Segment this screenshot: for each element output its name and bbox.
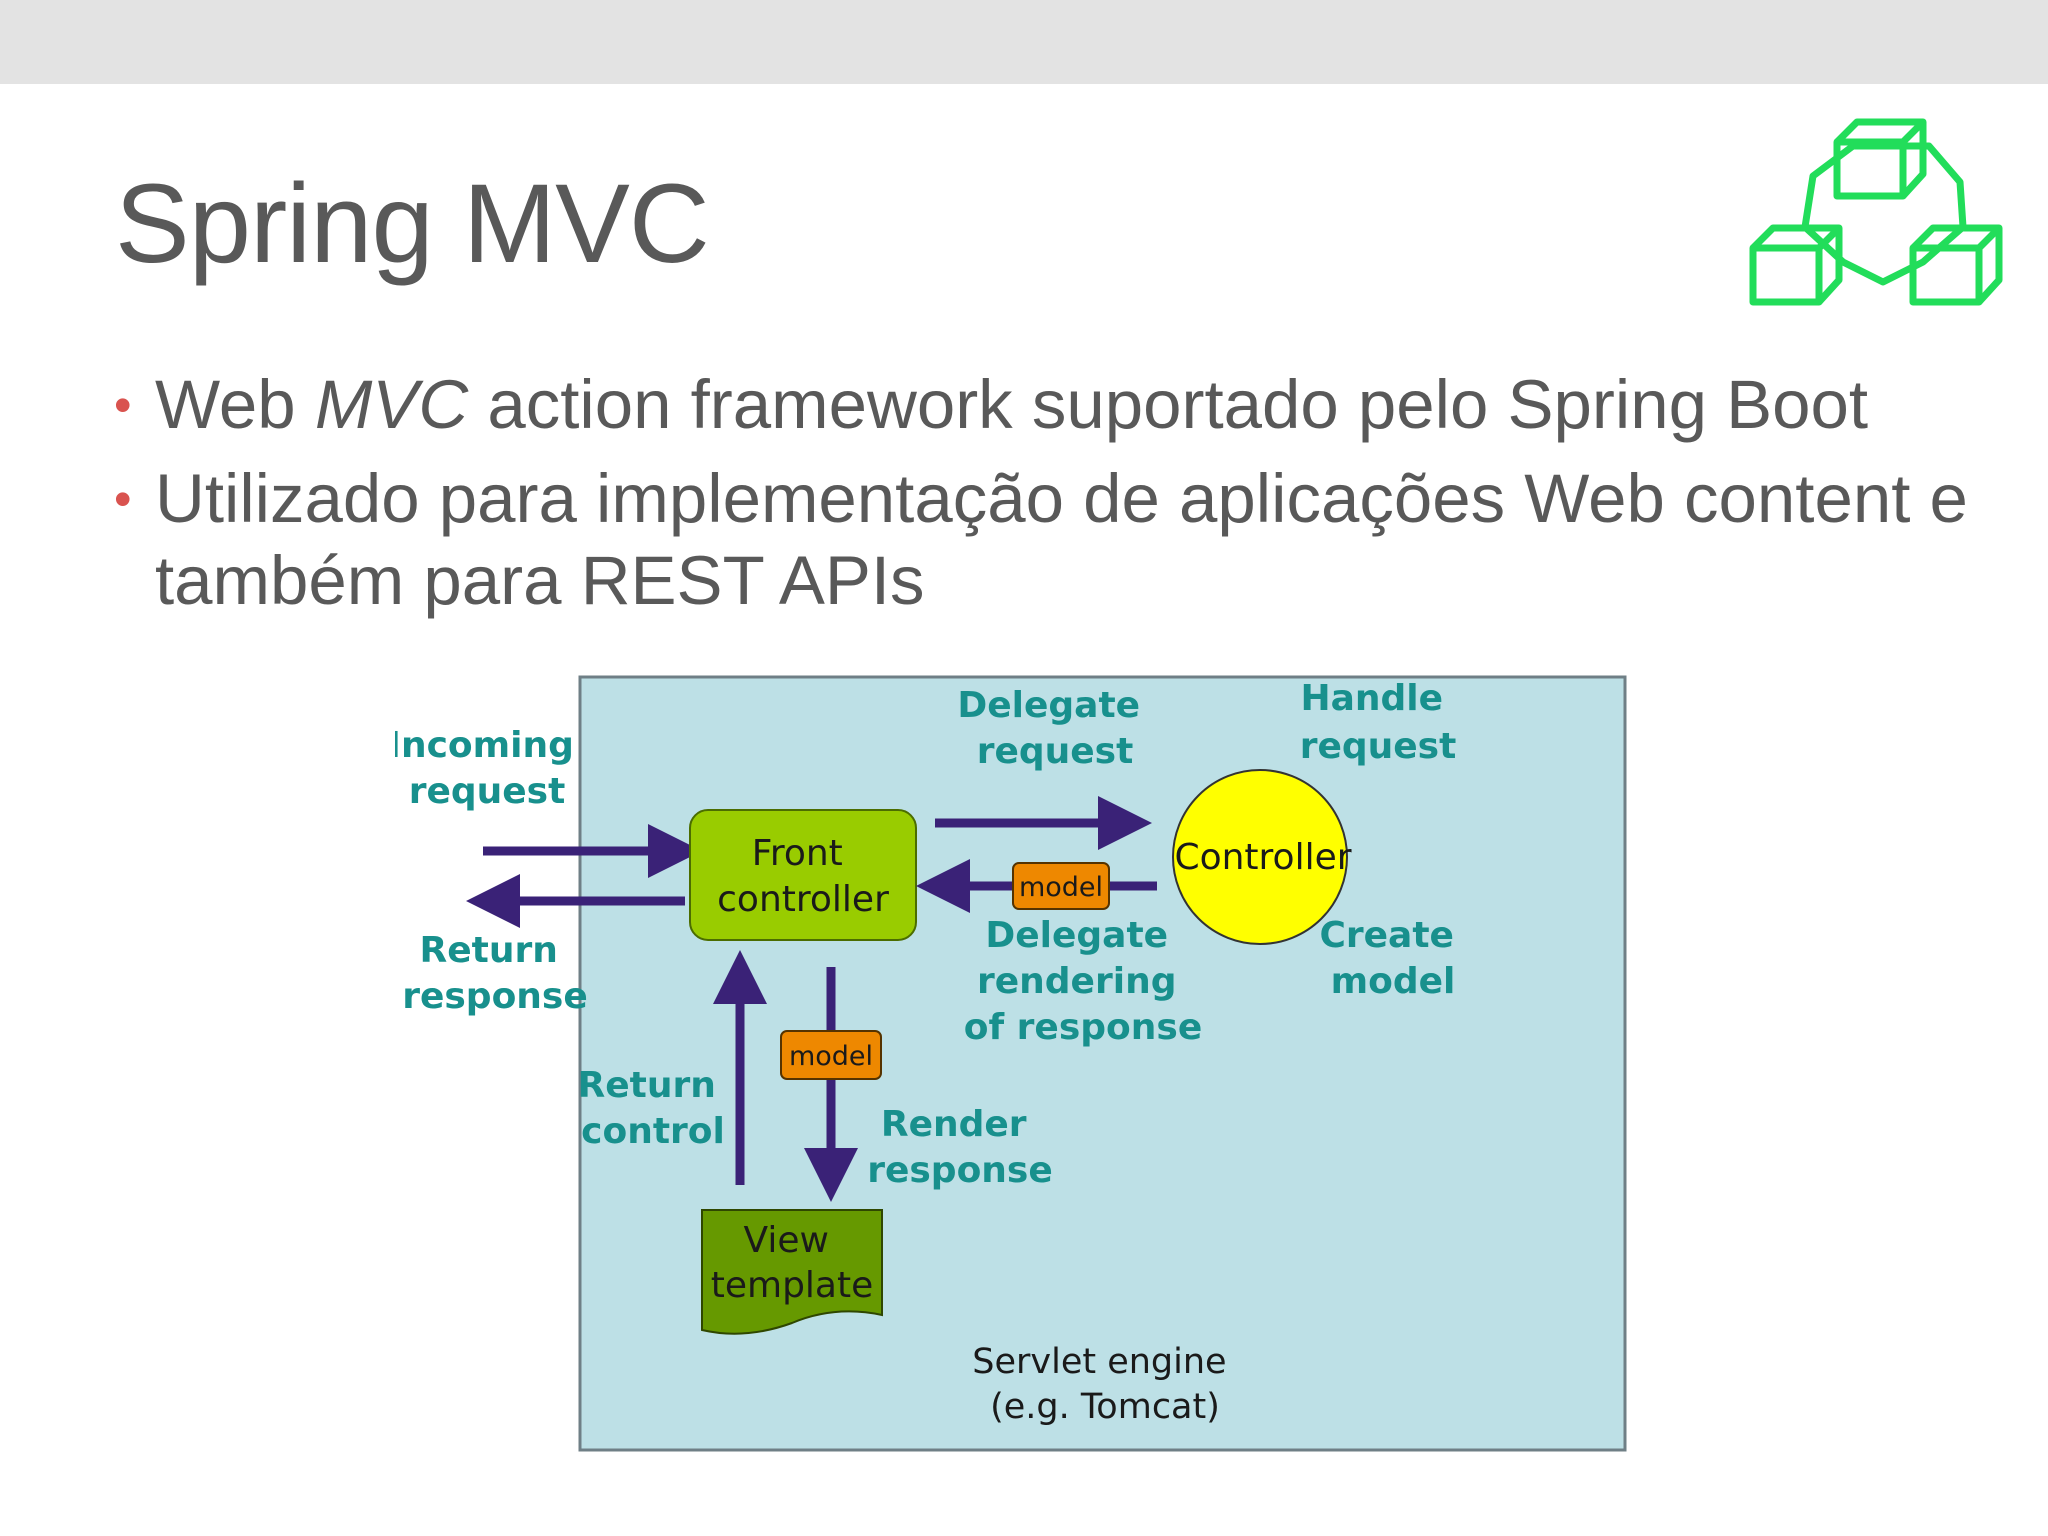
view-template-label: View template — [711, 1220, 874, 1306]
return-response-label: Return response — [402, 930, 588, 1017]
spring-mvc-diagram: Incoming request Return response Front c… — [395, 675, 1627, 1452]
bullet-text: Web — [155, 366, 315, 443]
model-badge-label: model — [1019, 872, 1103, 903]
bullet-marker: • — [114, 471, 132, 527]
top-bar — [0, 0, 2048, 84]
view-template-box — [701, 1209, 883, 1335]
delegate-rendering-label: Delegate rendering of response — [964, 915, 1203, 1048]
slide-title: Spring MVC — [115, 161, 710, 286]
return-control-label: Return control — [578, 1065, 729, 1152]
model-badge — [1012, 862, 1110, 910]
bullet-text: action framework suportado pelo Spring B… — [468, 366, 1869, 443]
controller-label: Controller — [1174, 837, 1351, 878]
bullet-emphasis: MVC — [314, 366, 469, 443]
model-badge-label: model — [789, 1041, 873, 1072]
bullet-item: • Web MVC action framework suportado pelo… — [110, 364, 1990, 446]
bullet-item: • Utilizado para implementação de aplicaç… — [110, 458, 1990, 622]
bullet-text: Utilizado para implementação de aplicaçõ… — [155, 460, 1968, 619]
delegate-request-label: Delegate request — [957, 685, 1152, 772]
model-badge — [780, 1030, 882, 1080]
servlet-engine-label: Servlet engine (e.g. Tomcat) — [972, 1342, 1237, 1427]
create-model-label: Create model — [1319, 915, 1466, 1002]
incoming-request-label: Incoming request — [395, 725, 586, 812]
handle-request-label: Handle request — [1300, 678, 1457, 767]
front-controller-label: Front controller — [717, 833, 889, 920]
spring-cubes-logo-icon — [1749, 118, 2003, 306]
render-response-label: Render response — [867, 1104, 1053, 1191]
controller-circle — [1172, 769, 1348, 945]
front-controller-box — [689, 809, 917, 941]
bullet-marker: • — [114, 377, 132, 433]
bullet-list: • Web MVC action framework suportado pelo… — [110, 364, 1990, 634]
